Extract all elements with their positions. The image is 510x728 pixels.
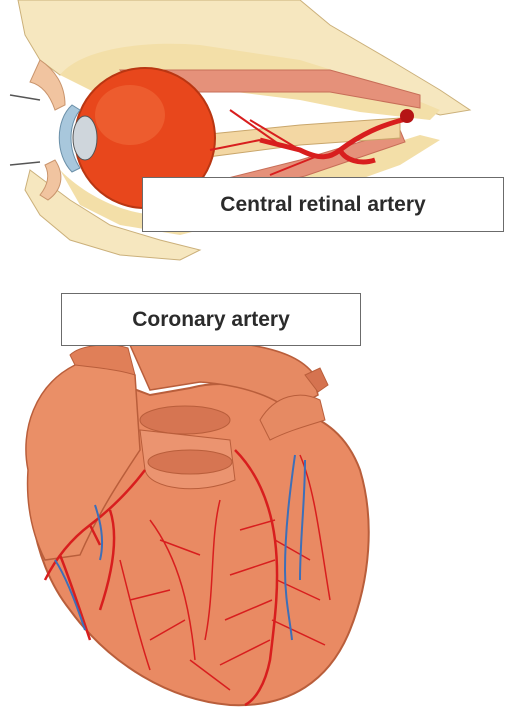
aorta-opening bbox=[140, 406, 230, 434]
coronary-artery-label: Coronary artery bbox=[61, 293, 361, 346]
central-retinal-artery-label: Central retinal artery bbox=[142, 177, 504, 232]
pulmonary-opening bbox=[148, 450, 232, 474]
